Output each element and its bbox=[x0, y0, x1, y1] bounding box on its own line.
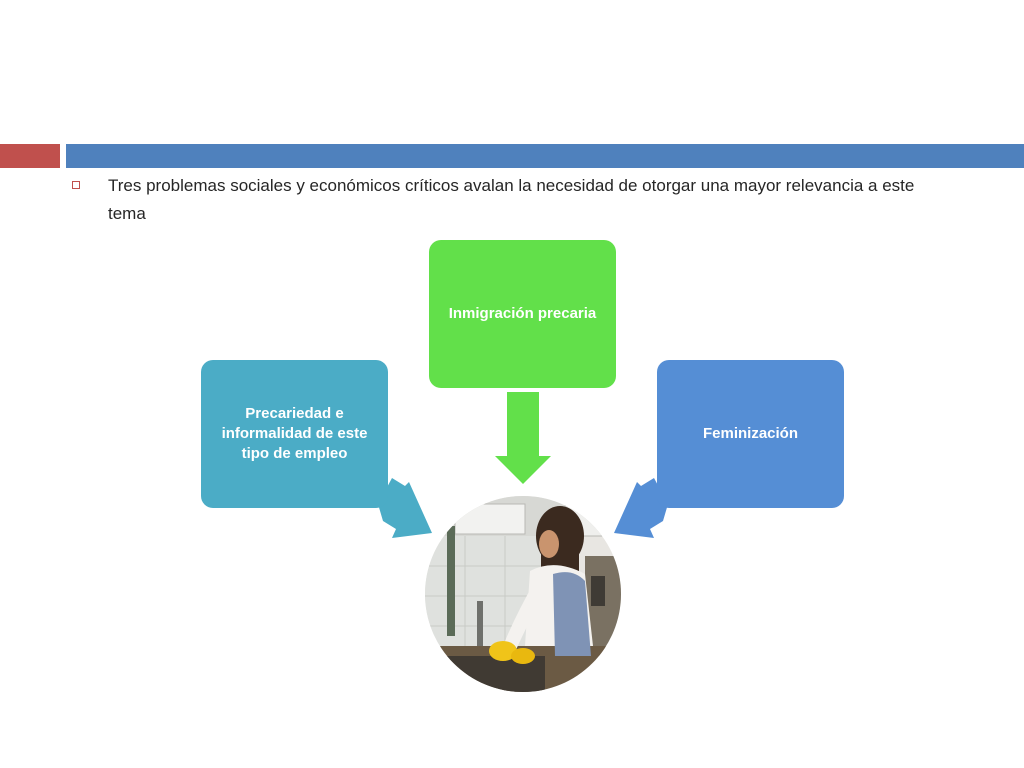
box-feminizacion: Feminización bbox=[657, 360, 844, 508]
bullet-item: Tres problemas sociales y económicos crí… bbox=[72, 172, 952, 228]
arrow-right-down-icon bbox=[378, 478, 432, 538]
box-precariedad-informalidad: Precariedad e informalidad de este tipo … bbox=[201, 360, 388, 508]
woman-washing-dishes-photo bbox=[425, 496, 621, 692]
square-bullet-icon bbox=[72, 181, 80, 189]
box-inmigracion-precaria: Inmigración precaria bbox=[429, 240, 616, 388]
arrow-left-down-icon bbox=[614, 478, 668, 538]
header-bar-blue bbox=[66, 144, 1024, 168]
bullet-text: Tres problemas sociales y económicos crí… bbox=[108, 176, 915, 223]
header-bar-red bbox=[0, 144, 60, 168]
arrow-down-icon bbox=[495, 392, 551, 484]
